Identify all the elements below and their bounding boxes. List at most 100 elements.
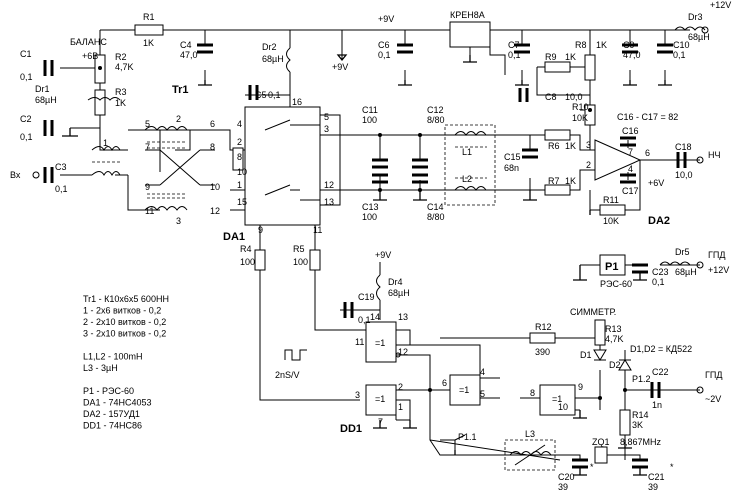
label-tr1: Tr1 [172, 84, 189, 96]
label-c18-value: 10,0 [675, 170, 693, 180]
pin-16-da1: 16 [292, 97, 302, 107]
label-xor-2: =1 [375, 394, 385, 404]
label-c5-value: 0,1 [268, 90, 281, 100]
inductors-l1-l2 [444, 124, 496, 206]
pin-6-tr: 6 [210, 119, 215, 129]
label-r5: R5 [293, 244, 305, 254]
label-c14-value: 8/80 [427, 212, 445, 222]
label-r11-value: 10K [603, 216, 619, 226]
label-r12-value: 390 [535, 347, 550, 357]
label-c15-value: 68n [504, 163, 519, 173]
pin-4-da2: 4 [628, 164, 633, 174]
kren-regulator [449, 21, 491, 55]
label-c22: C22 [652, 367, 669, 377]
label-dr3-value: 68µH [688, 32, 710, 42]
label-r12: R12 [535, 322, 552, 332]
label-c14: C14 [427, 202, 444, 212]
label-r8: R8 [575, 40, 587, 50]
pin-10-dd1: 10 [558, 402, 568, 412]
label-c17: C17 [622, 186, 639, 196]
label-c1-value: 0,1 [20, 72, 33, 82]
winding-2: 2 [176, 114, 181, 124]
label-gpd2: ГПД [705, 370, 722, 380]
pin-10-da1: 10 [237, 167, 247, 177]
pin-5-da1: 5 [324, 112, 329, 122]
pin-8-dd1: 8 [530, 388, 535, 398]
label-p12: P1.2 [632, 374, 651, 384]
label-c7: C7 [508, 40, 520, 50]
label-d1: D1 [580, 350, 592, 360]
label-p1: P1 [605, 261, 618, 273]
label-c9: C9 [623, 40, 635, 50]
label-r14-value: 3K [632, 420, 643, 430]
label-r13: R13 [605, 324, 622, 334]
label-r6: R6 [548, 141, 560, 151]
pin-4-da1: 4 [237, 119, 242, 129]
note-line: 3 - 2х10 витков - 0,2 [83, 329, 166, 339]
label-c20: C20 [558, 472, 575, 482]
pin-3-dd1: 3 [355, 390, 360, 400]
label-c3: C3 [55, 162, 67, 172]
label-star-c20: * [590, 462, 594, 472]
note-line: L3 - 3µH [83, 363, 118, 373]
label-plus12v-top: +12V [710, 0, 731, 10]
label-c19-value: 0,1 [358, 315, 371, 325]
schematic-labels: R1 1K C1 0,1 C2 0,1 C3 0,1 БАЛАНС +6В R2… [10, 0, 731, 492]
label-da2: DA2 [648, 215, 670, 227]
winding-3: 3 [176, 216, 181, 226]
label-star-c21: * [670, 462, 674, 472]
label-zq1: ZQ1 [592, 437, 610, 447]
label-simm: СИММЕТР. [570, 307, 616, 317]
label-balans: БАЛАНС [70, 37, 107, 47]
pin-6-da2: 6 [645, 148, 650, 158]
label-dr2-value: 68µH [262, 54, 284, 64]
label-dr3: Dr3 [688, 12, 703, 22]
pin-4-dd1: 4 [480, 367, 485, 377]
note-line: DA1 - 74HC4053 [83, 398, 152, 408]
label-c18: C18 [675, 142, 692, 152]
label-c4-value: 47,0 [180, 50, 198, 60]
pin-12-da1: 12 [324, 180, 334, 190]
label-r9: R9 [545, 52, 557, 62]
pin-2-dd1: 2 [398, 382, 403, 392]
label-c15: C15 [504, 152, 521, 162]
label-zq1-value: 8,867MHz [620, 437, 662, 447]
pin-11-dd1: 11 [355, 337, 364, 347]
pin-12-tr: 12 [210, 206, 220, 216]
dd1-gates [365, 321, 576, 416]
label-dr5: Dr5 [675, 247, 690, 257]
label-c8-value: 10,0 [565, 92, 583, 102]
note-line: P1 - РЭС-60 [83, 386, 134, 396]
pin-8-da1: 8 [237, 152, 242, 162]
label-c16c17: C16 - C17 = 82 [617, 112, 678, 122]
label-c23: C23 [652, 267, 669, 277]
label-xor-4: =1 [552, 394, 562, 404]
pin-13-dd1: 13 [398, 312, 408, 322]
transformer-tr1 [91, 126, 215, 211]
label-r5-value: 100 [293, 257, 308, 267]
label-dr4: Dr4 [388, 277, 403, 287]
choke-coils [87, 26, 706, 301]
label-c9-value: 47,0 [623, 50, 641, 60]
pulse-indicator [284, 349, 307, 361]
label-r14: R14 [632, 410, 649, 420]
note-line: Tr1 - К10х6х5 600НН [83, 294, 169, 304]
label-r9-value: 1K [565, 52, 576, 62]
pin-9-tr: 9 [145, 182, 150, 192]
label-c10: C10 [673, 40, 690, 50]
pin-2-da2: 2 [586, 160, 591, 170]
label-da1: DA1 [223, 231, 245, 243]
label-c1: C1 [20, 49, 32, 59]
label-c6-value: 0,1 [378, 50, 391, 60]
note-line: 1 - 2х6 витков - 0,2 [83, 306, 161, 316]
label-r2: R2 [115, 52, 127, 62]
label-r10: R10 [572, 102, 589, 112]
label-dr2: Dr2 [262, 42, 277, 52]
inductor-l3 [504, 439, 556, 471]
da2-opamp [594, 139, 642, 181]
label-pulse: 2nS/V [275, 370, 300, 380]
label-kren: КРЕН8А [450, 10, 485, 20]
note-line: L1,L2 - 100mH [83, 352, 143, 362]
pin-9-da1: 9 [258, 225, 263, 235]
label-c23-value: 0,1 [652, 277, 665, 287]
